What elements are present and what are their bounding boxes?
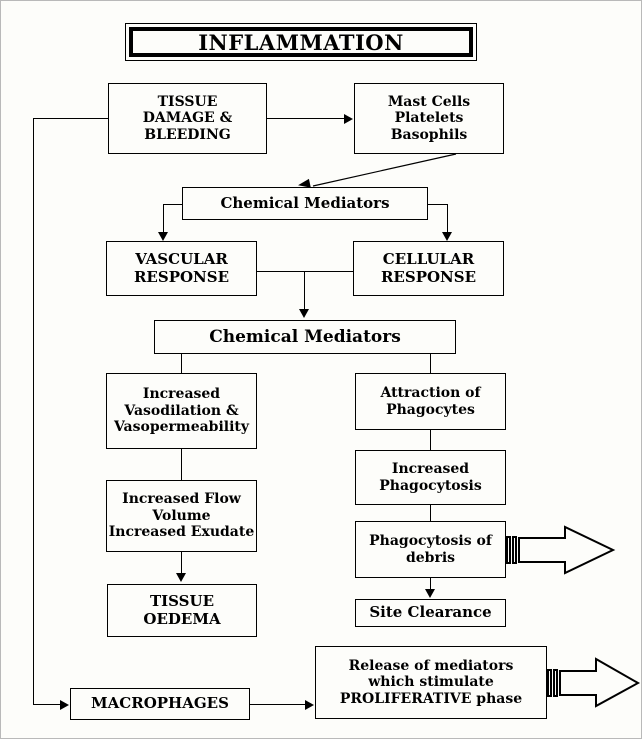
connector-feedback-top	[33, 118, 108, 119]
node-chemical-mediators-2-label: Chemical Mediators	[209, 326, 401, 347]
connector-vasodilation-to-flow	[181, 449, 182, 480]
node-mast-cells-label: Mast Cells Platelets Basophils	[387, 93, 471, 143]
node-attraction-phagocytes-label: Attraction of Phagocytes	[380, 384, 481, 418]
node-chemical-mediators-1: Chemical Mediators	[182, 187, 428, 220]
node-phagocytosis-debris-label: Phagocytosis of debris	[369, 532, 492, 566]
connector-tissue-damage-to-mast-cells	[267, 118, 345, 119]
connector-debris-to-site-clearance	[430, 578, 431, 592]
arrow-down-icon	[425, 589, 435, 598]
node-chemical-mediators-1-label: Chemical Mediators	[220, 193, 390, 212]
arrow-down-icon	[442, 232, 452, 241]
node-site-clearance-label: Site Clearance	[369, 603, 492, 621]
connector-responses-drop	[304, 271, 305, 312]
connector-phagocytosis-to-debris	[430, 505, 431, 521]
block-arrow-right-icon-phagocytosis	[506, 525, 616, 575]
connector-cm1-right-v	[447, 204, 448, 238]
diagram-title-inner-border: INFLAMMATION	[129, 27, 473, 57]
node-macrophages: MACROPHAGES	[70, 688, 250, 720]
diagram-title-box: INFLAMMATION	[125, 23, 477, 61]
node-increased-flow-label: Increased Flow Volume Increased Exudate	[108, 491, 255, 541]
arrow-down-icon	[176, 573, 186, 582]
arrow-right-icon	[305, 700, 314, 710]
node-chemical-mediators-2: Chemical Mediators	[154, 320, 456, 354]
page-title: INFLAMMATION	[198, 29, 404, 55]
node-increased-phagocytosis: Increased Phagocytosis	[355, 450, 506, 505]
node-cellular-response-label: CELLULAR RESPONSE	[380, 249, 477, 286]
node-increased-vasodilation-label: Increased Vasodilation & Vasopermeabilit…	[113, 386, 250, 436]
node-release-mediators-label: Release of mediators which stimulate PRO…	[339, 657, 523, 707]
connector-macrophages-to-release	[250, 704, 307, 705]
block-arrow-right-icon-proliferative	[547, 657, 641, 708]
node-tissue-oedema: TISSUE OEDEMA	[107, 584, 257, 637]
node-increased-flow: Increased Flow Volume Increased Exudate	[106, 480, 257, 552]
node-cellular-response: CELLULAR RESPONSE	[353, 241, 504, 296]
node-mast-cells: Mast Cells Platelets Basophils	[354, 83, 504, 154]
arrow-down-icon	[299, 309, 309, 318]
node-site-clearance: Site Clearance	[355, 599, 506, 627]
connector-cm1-right-h	[428, 204, 448, 205]
connector-feedback-bottom	[33, 704, 61, 705]
node-increased-vasodilation: Increased Vasodilation & Vasopermeabilit…	[106, 373, 257, 449]
connector-responses-join	[257, 271, 353, 272]
arrow-right-icon	[60, 700, 69, 710]
node-tissue-damage: TISSUE DAMAGE & BLEEDING	[108, 83, 267, 154]
node-macrophages-label: MACROPHAGES	[91, 694, 229, 713]
node-tissue-damage-label: TISSUE DAMAGE & BLEEDING	[142, 93, 233, 143]
node-vascular-response-label: VASCULAR RESPONSE	[133, 249, 230, 286]
node-vascular-response: VASCULAR RESPONSE	[106, 241, 257, 296]
connector-feedback-left	[33, 118, 34, 705]
node-attraction-phagocytes: Attraction of Phagocytes	[355, 373, 506, 430]
connector-cm2-left	[181, 354, 182, 373]
connector-cm2-right	[430, 354, 431, 373]
connector-cm1-left-h	[163, 204, 183, 205]
arrow-right-icon	[344, 114, 353, 124]
connector-cm1-left-v	[163, 204, 164, 238]
node-phagocytosis-debris: Phagocytosis of debris	[355, 521, 506, 578]
connector-flow-to-oedema	[181, 552, 182, 576]
node-tissue-oedema-label: TISSUE OEDEMA	[143, 591, 221, 628]
connector-attraction-to-phagocytosis	[430, 430, 431, 450]
arrow-down-icon	[158, 232, 168, 241]
node-release-mediators: Release of mediators which stimulate PRO…	[315, 646, 547, 719]
node-increased-phagocytosis-label: Increased Phagocytosis	[379, 460, 482, 494]
